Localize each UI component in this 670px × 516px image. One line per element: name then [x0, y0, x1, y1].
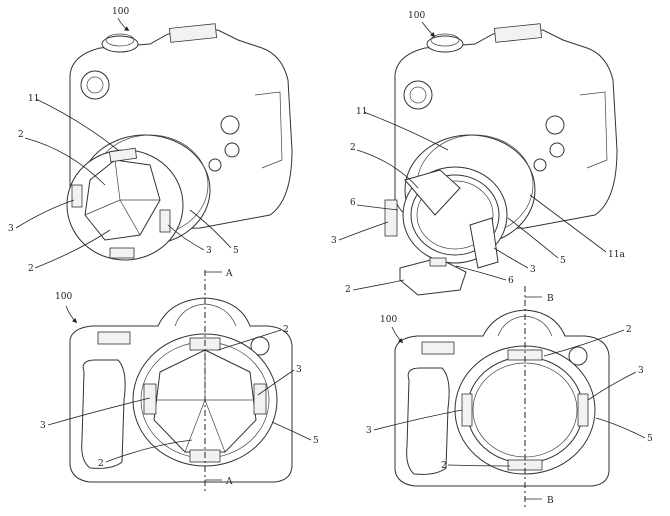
- label-B: B: [547, 496, 554, 506]
- label-3: 3: [296, 365, 302, 375]
- figure-bottom-right-front-open-cover: [394, 309, 610, 487]
- label-A: A: [225, 477, 233, 487]
- label-3: 3: [40, 421, 46, 431]
- figure-top-left-camera-closed-cover: [66, 23, 293, 261]
- figure-top-right-labels: 100 11 2 6 3 2 3 5 11a 6: [331, 11, 625, 295]
- label-B: B: [547, 294, 554, 304]
- label-2: 2: [98, 459, 104, 469]
- label-5: 5: [313, 436, 319, 446]
- label-100: 100: [112, 7, 129, 17]
- label-100: 100: [380, 315, 397, 325]
- label-2: 2: [626, 325, 632, 335]
- label-100: 100: [408, 11, 425, 21]
- label-3: 3: [366, 426, 372, 436]
- figure-top-left-labels: 100 11 2 3 2 3 5: [8, 7, 239, 274]
- label-6: 6: [350, 198, 356, 208]
- label-3: 3: [638, 366, 644, 376]
- label-5: 5: [233, 246, 239, 256]
- label-2: 2: [441, 461, 447, 471]
- label-3: 3: [8, 224, 14, 234]
- label-2: 2: [283, 325, 289, 335]
- label-2: 2: [28, 264, 34, 274]
- label-3: 3: [331, 236, 337, 246]
- section-line-A: A A: [204, 269, 233, 494]
- figure-bottom-left-front-closed-cover: [69, 297, 293, 483]
- figure-bottom-right-labels: 100 2 3 3 5 2: [366, 315, 653, 471]
- label-3: 3: [206, 246, 212, 256]
- label-5: 5: [560, 256, 566, 266]
- label-5: 5: [647, 434, 653, 444]
- label-100: 100: [55, 292, 72, 302]
- label-11: 11: [356, 107, 367, 117]
- section-line-B: B B: [524, 286, 554, 508]
- label-3: 3: [530, 265, 536, 275]
- label-2: 2: [18, 130, 24, 140]
- label-11a: 11a: [608, 250, 625, 260]
- label-6: 6: [508, 276, 514, 286]
- label-2: 2: [350, 143, 356, 153]
- label-A: A: [225, 269, 233, 279]
- figure-top-right-camera-open-cover: [384, 23, 618, 296]
- label-11: 11: [28, 94, 39, 104]
- figure-bottom-left-labels: 100 2 3 3 5 2: [40, 292, 319, 469]
- label-2: 2: [345, 285, 351, 295]
